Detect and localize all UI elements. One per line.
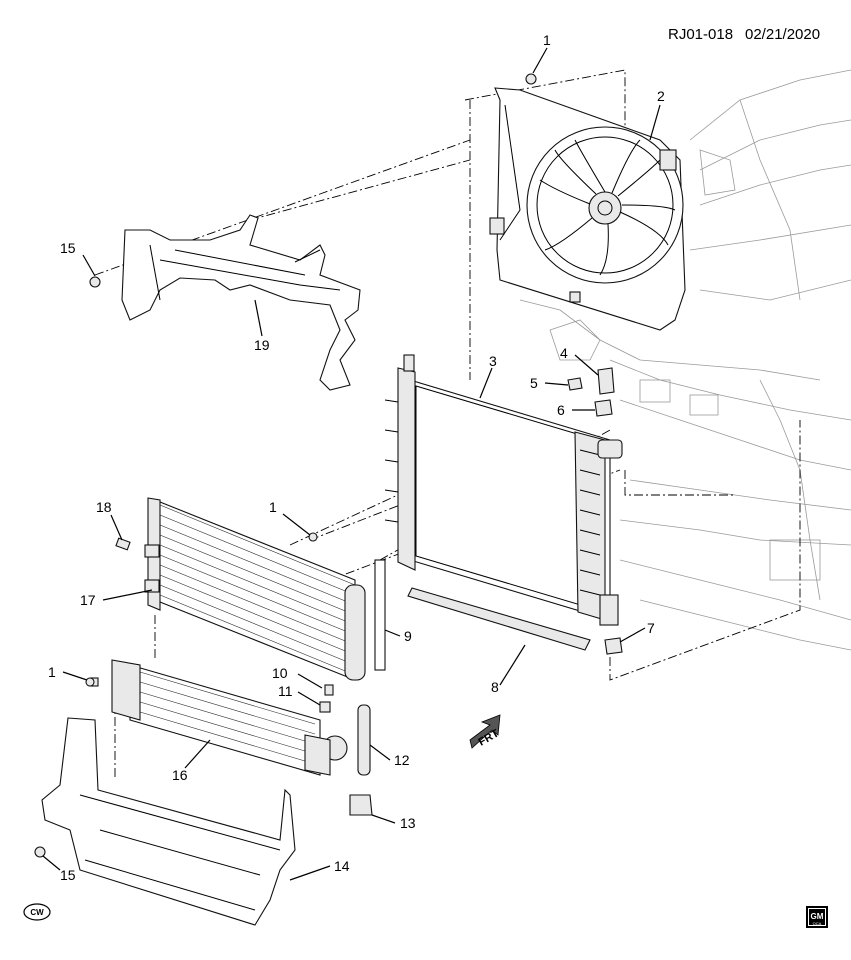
fastener-lower-left <box>34 846 46 858</box>
fastener-upper-left <box>89 276 101 288</box>
callout-7-lower-insulator: 7 <box>647 620 655 636</box>
callout-18: 18 <box>96 499 112 515</box>
air-baffle-upper <box>121 214 361 391</box>
callout-9-seal: 9 <box>404 628 412 644</box>
callout-5-bolt: 5 <box>530 375 538 391</box>
radiator <box>384 354 623 626</box>
callout-3-radiator: 3 <box>489 353 497 369</box>
callout-12: 12 <box>394 752 410 768</box>
fastener-condenser <box>308 532 318 542</box>
callout-1-fan-bolt: 1 <box>543 32 551 48</box>
callout-8-seal: 8 <box>491 679 499 695</box>
callout-11: 11 <box>278 683 293 699</box>
cw-text: CW <box>30 908 44 917</box>
callout-13: 13 <box>400 815 416 831</box>
cw-badge: CW <box>23 903 51 921</box>
callout-14-lower-baffle: 14 <box>334 858 350 874</box>
front-direction-arrow: FRT <box>469 714 501 749</box>
svg-text:GM: GM <box>811 912 824 921</box>
fan-bolt <box>525 73 537 85</box>
gm-logo: GM OCA <box>806 906 828 928</box>
diagram-header: RJ01-018 02/21/2020 <box>668 26 820 43</box>
bracket-bolt <box>567 377 583 391</box>
cooling-fan-assembly <box>489 87 686 331</box>
callout-19-upper-baffle: 19 <box>254 337 270 353</box>
air-baffle-lower <box>41 717 296 926</box>
callout-15-upper: 15 <box>60 240 76 256</box>
condenser <box>144 497 366 681</box>
lower-insulator <box>604 637 623 655</box>
radiator-insulator <box>594 399 613 417</box>
callout-4-bracket: 4 <box>560 345 568 361</box>
fastener-cooler <box>85 677 95 687</box>
callout-1-cooler: 1 <box>48 664 56 680</box>
callout-10: 10 <box>272 665 288 681</box>
radiator-bracket-group <box>525 73 623 655</box>
callout-1-condenser: 1 <box>269 499 277 515</box>
radiator-seal <box>407 587 591 651</box>
leader-lines <box>42 47 661 881</box>
callout-17-condenser: 17 <box>80 592 96 608</box>
condenser-seals <box>319 559 386 816</box>
callout-15-lower: 15 <box>60 867 76 883</box>
callouts: 1 2 3 4 5 6 7 8 9 10 11 12 13 14 15 15 1… <box>48 32 665 883</box>
condenser-pin <box>115 537 131 551</box>
diagram-code: RJ01-018 <box>668 26 733 43</box>
callout-6-insulator: 6 <box>557 402 565 418</box>
svg-text:OCA: OCA <box>813 921 822 926</box>
radiator-bracket <box>597 367 615 395</box>
callout-16-cooler: 16 <box>172 767 188 783</box>
callout-2-fan: 2 <box>657 88 665 104</box>
fasteners <box>34 276 318 858</box>
diagram-date: 02/21/2020 <box>745 26 820 43</box>
charge-air-cooler <box>89 659 348 776</box>
